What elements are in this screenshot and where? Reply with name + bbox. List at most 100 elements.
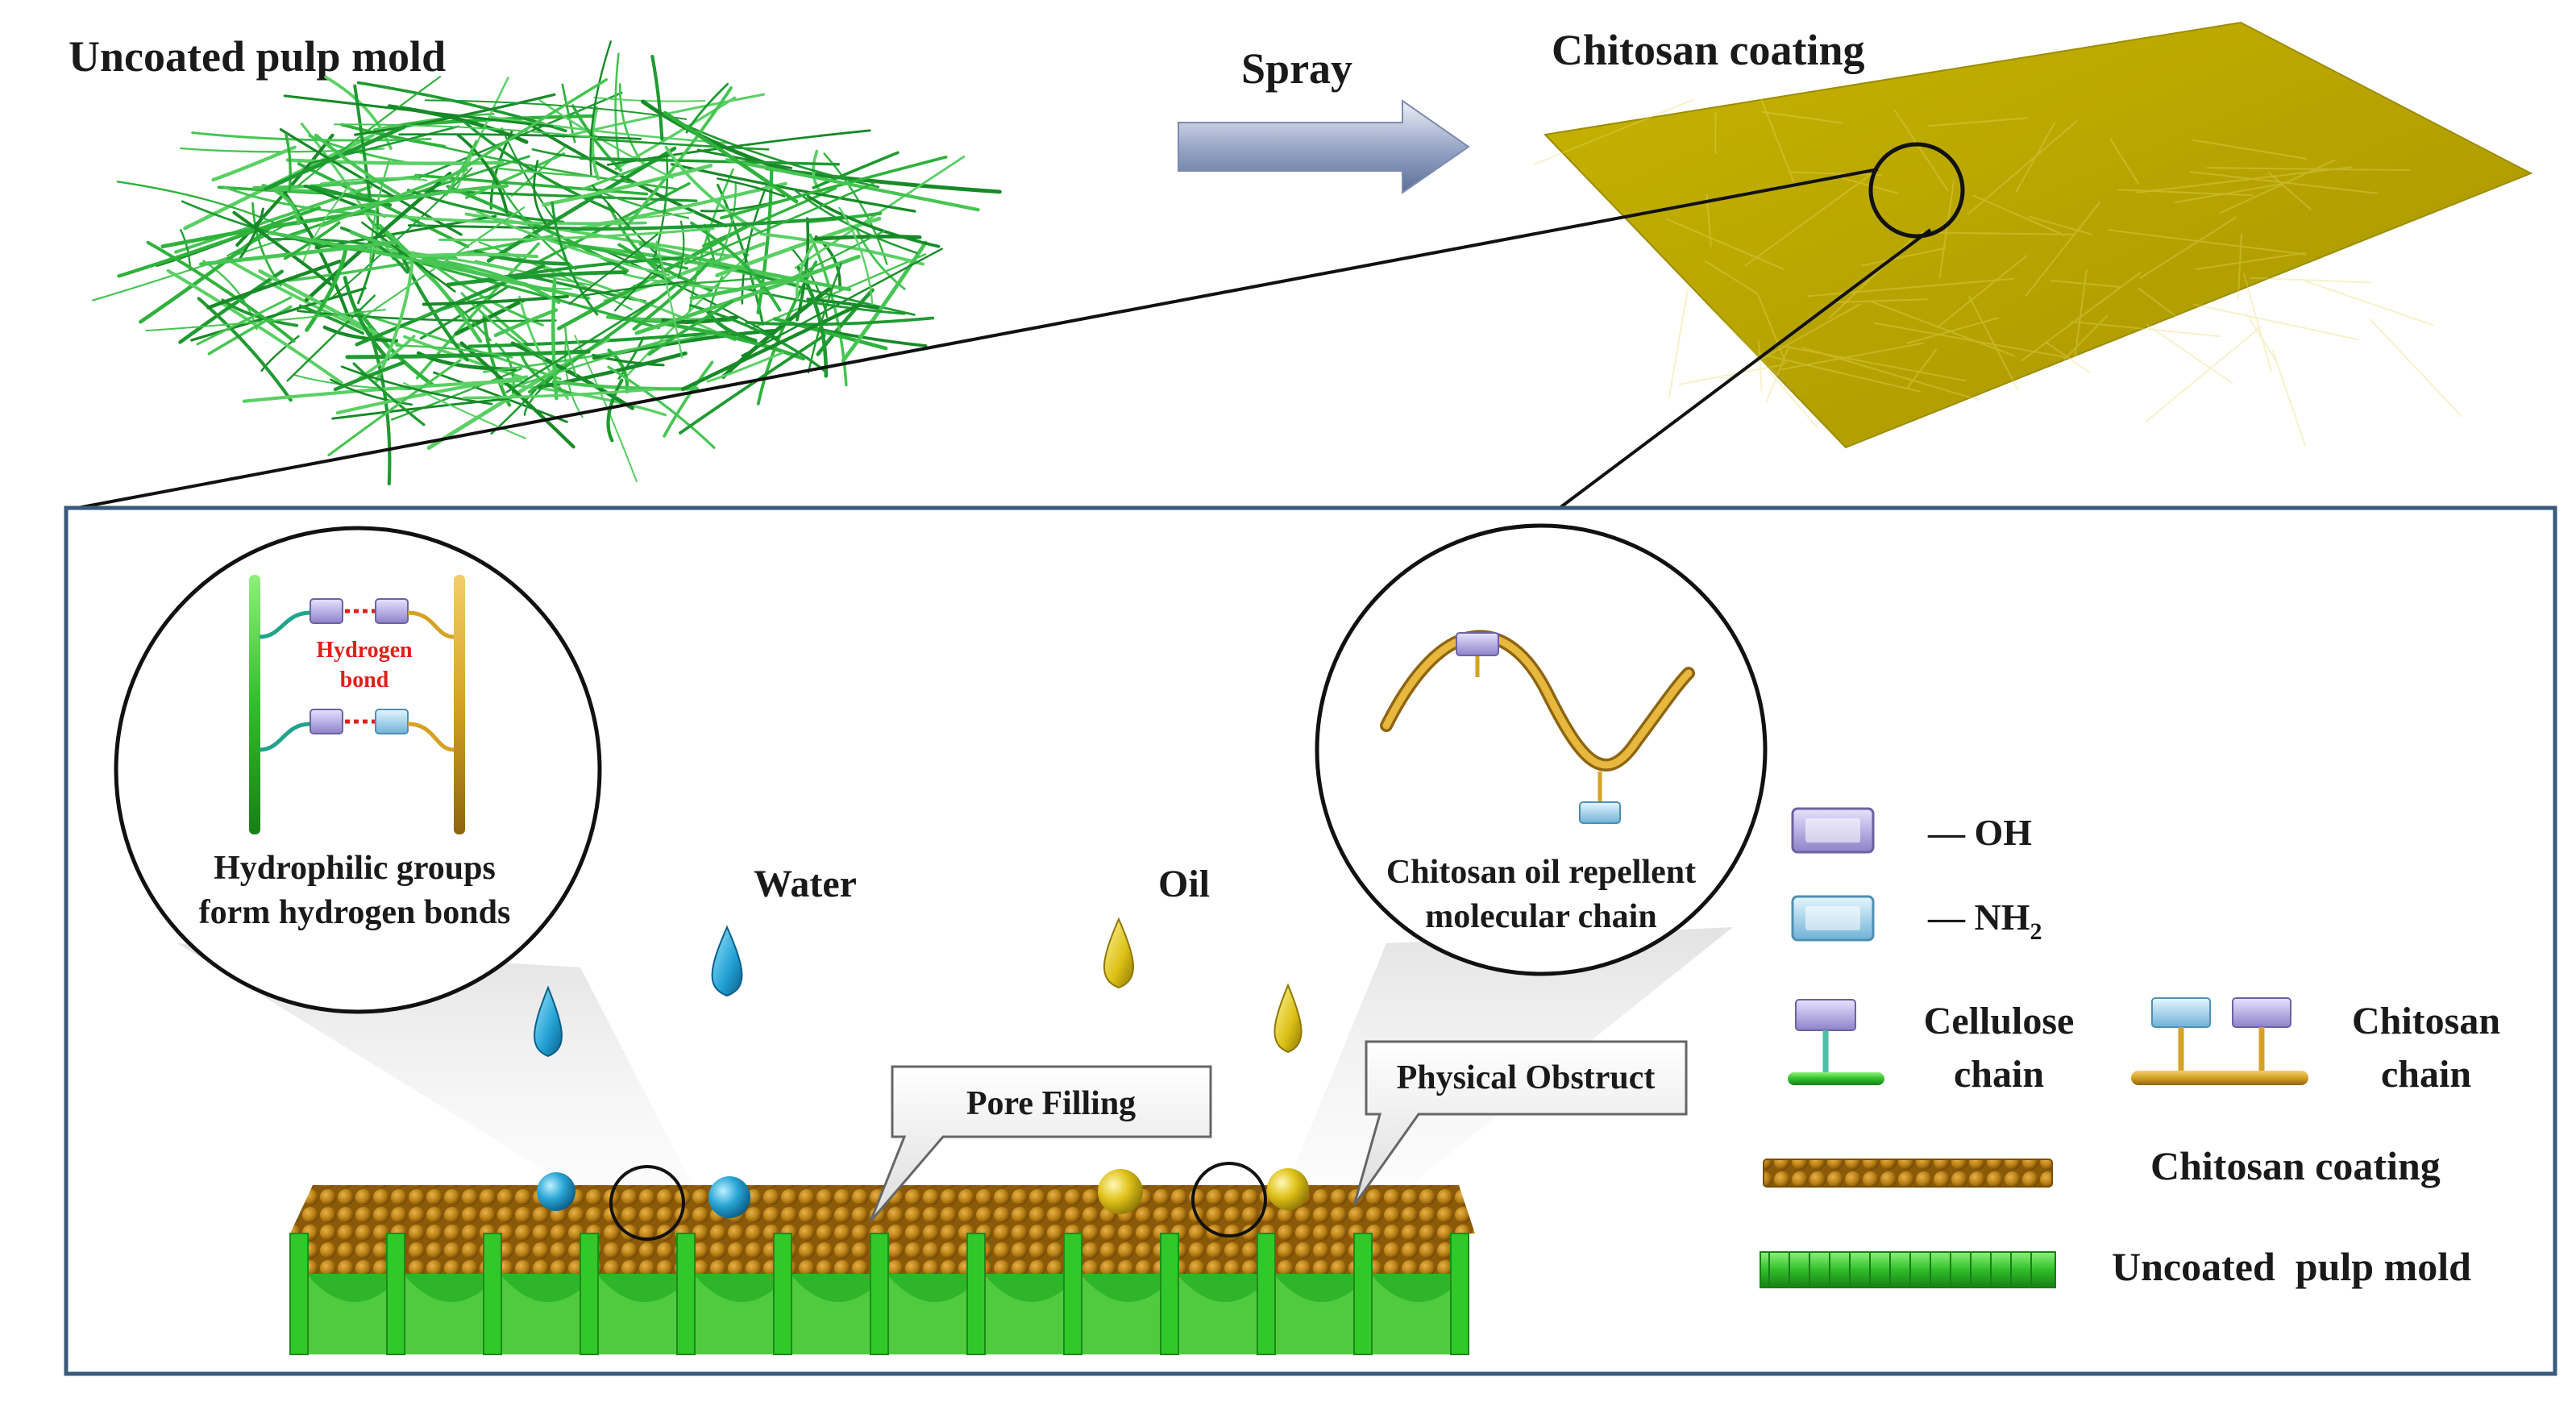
fiber-strand bbox=[178, 269, 285, 344]
fiber-strand bbox=[239, 207, 264, 260]
fiber-strand bbox=[320, 177, 428, 185]
fiber-strand bbox=[632, 257, 713, 331]
sheet-fiber-texture bbox=[1968, 296, 2019, 391]
fiber-strand bbox=[689, 274, 804, 301]
fiber-strand bbox=[298, 304, 364, 335]
sheet-fiber-texture bbox=[1893, 109, 1950, 192]
left-zoom-cone bbox=[177, 943, 709, 1217]
fiber-strand bbox=[764, 166, 1002, 194]
right-circle-caption-2: molecular chain bbox=[1425, 898, 1656, 935]
sheet-fiber-texture bbox=[1757, 340, 1763, 392]
sheet-fiber-texture bbox=[1783, 345, 1967, 382]
fiber-strand bbox=[807, 262, 842, 374]
fiber-strand bbox=[590, 106, 600, 181]
fiber-strand bbox=[796, 266, 829, 378]
sheet-fiber-texture bbox=[2245, 312, 2279, 365]
sheet-fiber-texture bbox=[1928, 117, 2029, 127]
sheet-fiber-texture bbox=[2021, 271, 2142, 362]
sheet-fiber-texture bbox=[2206, 167, 2411, 172]
sheet-fiber-texture bbox=[2219, 159, 2336, 214]
fiber-strand bbox=[368, 329, 392, 486]
legend-chitosan-label-1: Chitosan bbox=[2352, 1000, 2500, 1042]
chitosan-coated-sheet bbox=[1534, 21, 2533, 449]
sheet-fiber-texture bbox=[2074, 268, 2088, 360]
legend-chitosan-icon bbox=[2131, 997, 2308, 1085]
fiber-strand bbox=[308, 125, 460, 164]
fiber-strand bbox=[488, 115, 731, 144]
fiber-strand bbox=[557, 225, 748, 331]
sheet-fiber-texture bbox=[1756, 293, 1787, 364]
sheet-fiber-texture bbox=[1870, 300, 2016, 357]
fiber-strand bbox=[706, 352, 784, 383]
fiber-strand bbox=[510, 341, 635, 410]
fiber-strand bbox=[813, 234, 922, 241]
fiber-strand bbox=[690, 221, 782, 312]
fiber-strand bbox=[211, 145, 297, 182]
water-droplet bbox=[711, 925, 743, 997]
fiber-strand bbox=[750, 253, 927, 330]
zoom-line-left bbox=[77, 168, 1879, 510]
fiber-strand bbox=[838, 206, 874, 306]
pulp-wall-post bbox=[966, 1233, 986, 1355]
sheet-fiber-texture bbox=[1938, 181, 1955, 279]
fiber-strand bbox=[521, 335, 679, 385]
fiber-strand bbox=[198, 240, 397, 267]
fiber-strand bbox=[596, 138, 770, 151]
fiber-strand bbox=[634, 254, 861, 335]
fiber-strand bbox=[720, 155, 948, 220]
legend-nh2-icon bbox=[1791, 895, 1875, 942]
sheet-fiber-texture bbox=[1668, 286, 1689, 400]
legend-nh2-subscript: 2 bbox=[2030, 918, 2042, 945]
sheet-fiber-texture bbox=[2050, 280, 2122, 289]
fiber-strand bbox=[638, 242, 852, 292]
sheet-fiber-texture bbox=[1707, 305, 1777, 376]
fiber-strand bbox=[527, 281, 679, 394]
fiber-strand bbox=[679, 334, 826, 435]
sheet-fiber-texture bbox=[2136, 166, 2352, 193]
fiber-strand bbox=[568, 233, 659, 305]
fiber-strand bbox=[717, 181, 737, 266]
legend-cellulose-label-1: Cellulose bbox=[1924, 1000, 2075, 1042]
fiber-strand bbox=[499, 382, 667, 417]
fiber-strand bbox=[519, 352, 571, 395]
pulp-wall-post bbox=[1450, 1233, 1469, 1355]
fiber-strand bbox=[330, 167, 473, 299]
fiber-strand bbox=[283, 221, 341, 260]
sheet-fiber-texture bbox=[2025, 202, 2101, 297]
hydrogen-bond-label-1: Hydrogen bbox=[316, 638, 413, 663]
fiber-strand bbox=[92, 230, 309, 302]
fiber-strand bbox=[741, 248, 943, 357]
fiber-strand bbox=[670, 163, 916, 213]
legend-nh2-label: — NH2 bbox=[1927, 897, 2042, 945]
fiber-strand bbox=[551, 201, 599, 316]
fiber-strand bbox=[688, 168, 734, 313]
fiber-strand bbox=[812, 151, 900, 189]
sheet-fiber-texture bbox=[1906, 317, 2000, 344]
sheet-fiber-texture bbox=[2304, 280, 2434, 327]
sheet-fiber-texture bbox=[2192, 139, 2308, 160]
fiber-strand bbox=[116, 181, 282, 227]
fiber-strand bbox=[340, 365, 493, 406]
pulp-wall-post bbox=[773, 1233, 792, 1355]
sheet-fiber-texture bbox=[2237, 232, 2242, 300]
sheet-fiber-texture bbox=[1860, 247, 1947, 267]
spray-label: Spray bbox=[1241, 44, 1352, 93]
sheet-fiber-texture bbox=[2369, 318, 2463, 418]
fiber-strand bbox=[328, 184, 509, 214]
fiber-strand bbox=[419, 285, 509, 340]
legend: — OH — NH2 Cellulose chain Chitosan chai… bbox=[1760, 807, 2500, 1289]
fiber-strand bbox=[462, 388, 654, 400]
fiber-strand bbox=[841, 240, 928, 363]
water-droplet bbox=[534, 985, 563, 1058]
fiber-strand bbox=[145, 309, 386, 332]
pulp-arch bbox=[693, 1274, 790, 1354]
legend-cellulose-label-2: chain bbox=[1954, 1053, 2044, 1096]
sheet-fiber-texture bbox=[2195, 252, 2306, 271]
sheet-fiber-texture bbox=[2028, 215, 2093, 235]
fiber-strand bbox=[444, 139, 478, 197]
fiber-strand bbox=[641, 99, 798, 176]
fiber-strand bbox=[181, 200, 326, 248]
fiber-strand bbox=[551, 380, 699, 391]
pulp-arch bbox=[983, 1274, 1080, 1354]
fiber-strand bbox=[333, 360, 406, 392]
